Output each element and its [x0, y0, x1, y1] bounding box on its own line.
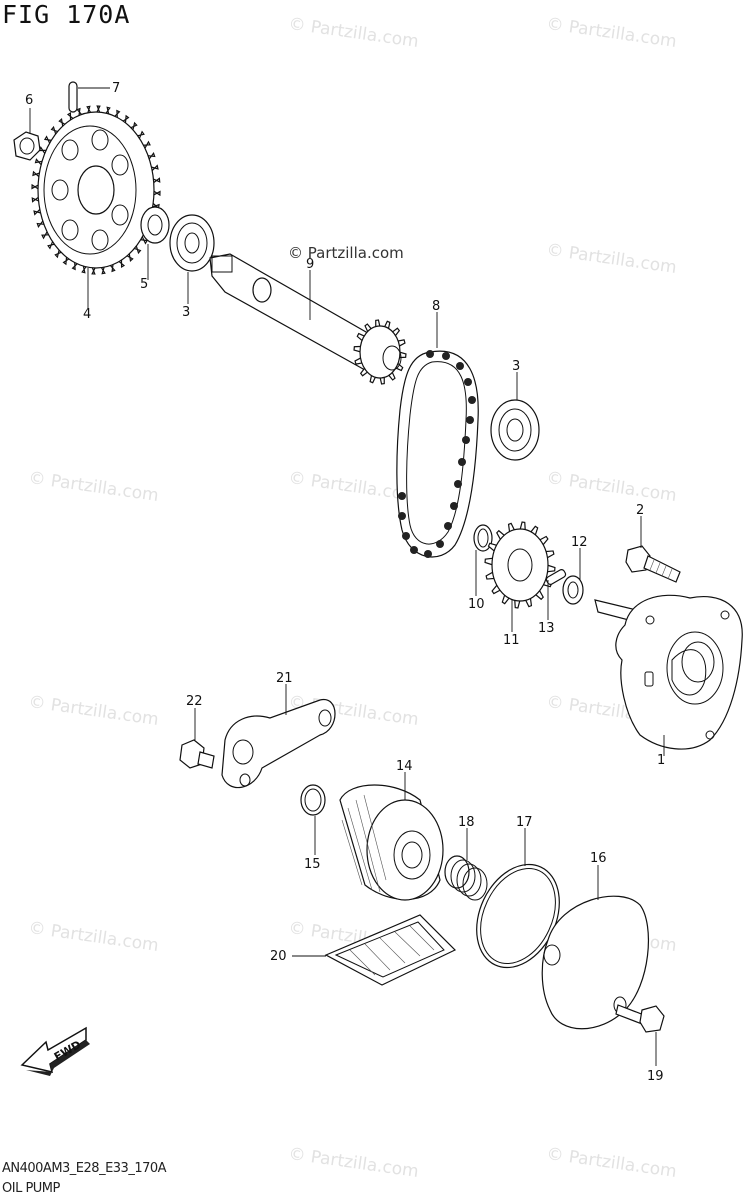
nut-6 — [13, 131, 41, 161]
callout-11: 11 — [503, 633, 520, 648]
chain-link — [424, 550, 432, 558]
chain-link — [444, 522, 452, 530]
callout-9: 9 — [306, 257, 314, 272]
chain-link — [456, 362, 464, 370]
chain-link — [462, 436, 470, 444]
callout-19: 19 — [647, 1069, 664, 1084]
brand-label: Partzilla.com — [307, 244, 404, 262]
chain-link — [402, 532, 410, 540]
bolt-19 — [615, 1004, 665, 1033]
bolt-22 — [179, 739, 215, 769]
circlip-10 — [473, 524, 493, 552]
callout-2: 2 — [636, 503, 644, 518]
figure-code: AN400AM3_E28_E33_170A — [2, 1161, 167, 1176]
callout-15: 15 — [304, 857, 321, 872]
chain-link — [454, 480, 462, 488]
chain-link — [458, 458, 466, 466]
bolt-2 — [625, 545, 681, 583]
fwd-arrow: FWD — [20, 1026, 90, 1076]
shaft-9 — [209, 253, 407, 385]
cover-16 — [541, 895, 650, 1030]
callout-10: 10 — [468, 597, 485, 612]
washer-12 — [562, 575, 584, 605]
callout-13: 13 — [538, 621, 555, 636]
callout-labels: 1 2 3 3 4 5 6 7 8 9 10 11 12 13 14 15 16… — [25, 81, 665, 1084]
callout-12: 12 — [571, 535, 588, 550]
oil-pump-1 — [594, 594, 743, 750]
callout-1: 1 — [657, 753, 665, 768]
callout-4: 4 — [83, 307, 91, 322]
spring-18 — [444, 855, 488, 901]
callout-5: 5 — [140, 277, 148, 292]
callout-20: 20 — [270, 949, 287, 964]
chain-link — [410, 546, 418, 554]
strainer-20 — [324, 914, 457, 986]
chain-link — [398, 512, 406, 520]
callout-16: 16 — [590, 851, 607, 866]
copyright-icon: © — [288, 244, 303, 262]
callout-21: 21 — [276, 671, 293, 686]
chain-link — [468, 396, 476, 404]
callout-17: 17 — [516, 815, 533, 830]
leader-lines — [29, 87, 665, 1066]
callout-3: 3 — [512, 359, 520, 374]
oil-filter-14 — [339, 784, 444, 901]
chain-link — [464, 378, 472, 386]
chain-link — [450, 502, 458, 510]
plate-21 — [221, 699, 336, 789]
callout-18: 18 — [458, 815, 475, 830]
gear-4 — [31, 105, 161, 275]
callout-8: 8 — [432, 299, 440, 314]
pin-7 — [68, 81, 78, 113]
pin-13 — [545, 569, 567, 585]
chain-link — [466, 416, 474, 424]
figure-title: FIG 170A — [2, 0, 131, 29]
callout-3: 3 — [182, 305, 190, 320]
o-ring-15 — [300, 784, 326, 816]
chain-link — [398, 492, 406, 500]
chain-link — [426, 350, 434, 358]
chain-link — [436, 540, 444, 548]
chain-8 — [396, 350, 479, 558]
chain-link — [442, 352, 450, 360]
sprocket-11 — [484, 521, 556, 609]
figure-name: OIL PUMP — [2, 1181, 60, 1196]
brand-logo-text: © Partzilla.com — [288, 244, 404, 262]
callout-22: 22 — [186, 694, 203, 709]
collar-5 — [140, 206, 170, 244]
callout-14: 14 — [396, 759, 413, 774]
callout-6: 6 — [25, 93, 33, 108]
bearing-3-upper — [169, 214, 215, 272]
callout-7: 7 — [112, 81, 120, 96]
bearing-3-middle — [490, 399, 540, 461]
